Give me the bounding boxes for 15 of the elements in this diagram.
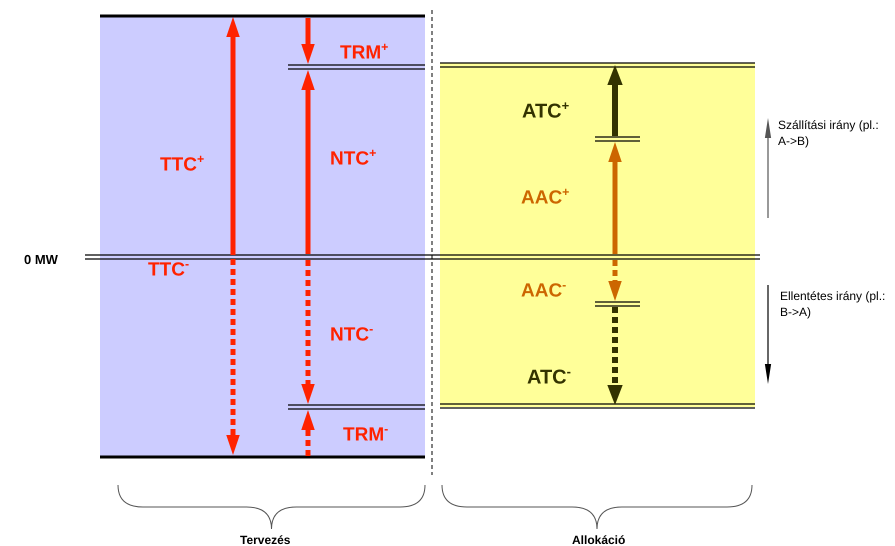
direction-note: Ellentétes irány (pl.: B->A): [780, 288, 886, 320]
capacity-label: AAC$^{-}$: [521, 278, 566, 302]
capacity-label: NTC$^{+}$: [330, 146, 376, 170]
capacity-label: TRM$^{+}$: [340, 40, 388, 64]
capacity-label: ATC$^{-}$: [527, 364, 571, 390]
capacity-label: TRM$^{-}$: [343, 422, 388, 446]
capacity-label: ATC$^{+}$: [522, 98, 570, 124]
zero-level-label: 0 MW: [24, 252, 58, 267]
group-label: Tervezés: [240, 533, 290, 546]
capacity-label: TTC$^{+}$: [160, 152, 204, 176]
capacity-label: AAC$^{+}$: [521, 185, 570, 210]
group-label: Allokáció: [572, 533, 626, 546]
direction-note: Szállítási irány (pl.: A->B): [778, 117, 880, 150]
capacity-label: TTC$^{-}$: [148, 257, 190, 282]
capacity-label: NTC$^{-}$: [330, 322, 374, 346]
